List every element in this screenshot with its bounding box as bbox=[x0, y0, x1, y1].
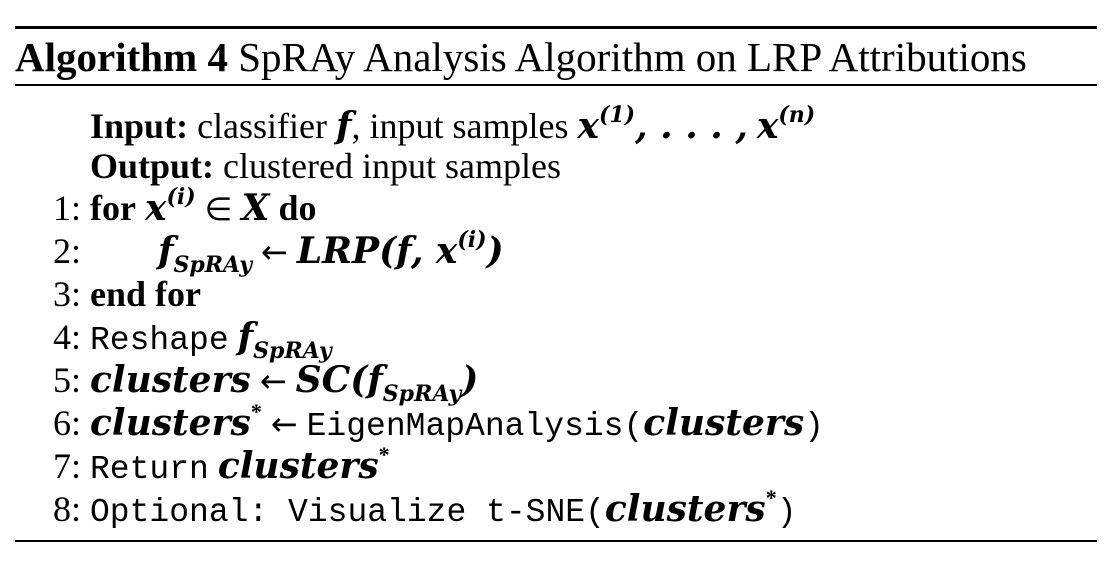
do-keyword: do bbox=[278, 188, 317, 228]
input-ellipsis: , . . . , bbox=[635, 105, 748, 147]
algorithm-line-5: 5: clusters ← SC(fSpRAy) bbox=[15, 359, 478, 405]
end-for-keyword: end for bbox=[90, 274, 201, 314]
line-number: 2: bbox=[52, 231, 81, 271]
line-number: 5: bbox=[52, 360, 81, 400]
algorithm-line-6: 6: clusters* ← EigenMapAnalysis(clusters… bbox=[15, 401, 824, 448]
line-number: 8: bbox=[52, 489, 81, 529]
algorithm-line-7: 7: Return clusters* bbox=[15, 444, 390, 491]
algorithm-line-3: 3: end for bbox=[15, 273, 201, 315]
algorithm-line-2: 2: fSpRAy ← LRP(f, x(i)) bbox=[15, 229, 504, 276]
line-number: 7: bbox=[52, 446, 81, 486]
output-label: Output: bbox=[90, 146, 215, 186]
for-keyword: for bbox=[90, 188, 136, 228]
algorithm-line-1: 1: for x(i) ∈ X do bbox=[15, 186, 317, 230]
output-line: Output: clustered input samples bbox=[15, 145, 561, 187]
algorithm-line-8: 8: Optional: Visualize t-SNE(clusters*) bbox=[15, 487, 797, 534]
input-text-2: , input samples bbox=[351, 106, 569, 146]
input-x1: x bbox=[577, 105, 599, 147]
input-sup-1: (1) bbox=[598, 102, 636, 128]
input-f: f bbox=[336, 105, 352, 147]
algorithm-title: SpRAy Analysis Algorithm on LRP Attribut… bbox=[238, 34, 1027, 80]
line-number: 4: bbox=[52, 317, 81, 357]
input-label: Input: bbox=[90, 106, 189, 146]
bottom-rule bbox=[15, 540, 1097, 542]
caption-rule bbox=[15, 84, 1097, 86]
output-text: clustered input samples bbox=[223, 146, 561, 186]
algorithm-label: Algorithm 4 bbox=[15, 34, 228, 80]
input-sup-n: (n) bbox=[778, 102, 816, 128]
line-number: 6: bbox=[52, 403, 81, 443]
top-rule bbox=[15, 26, 1097, 29]
input-line: Input: classifier f, input samples x(1),… bbox=[15, 102, 816, 147]
line-number: 1: bbox=[52, 188, 81, 228]
algorithm-caption: Algorithm 4 SpRAy Analysis Algorithm on … bbox=[15, 33, 1027, 81]
algorithm-line-4: 4: Reshape fSpRAy bbox=[15, 316, 332, 362]
algorithm-block: Algorithm 4 SpRAy Analysis Algorithm on … bbox=[15, 26, 1097, 544]
input-text-1: classifier bbox=[197, 106, 327, 146]
line-number: 3: bbox=[52, 274, 81, 314]
input-xn: x bbox=[756, 105, 779, 147]
